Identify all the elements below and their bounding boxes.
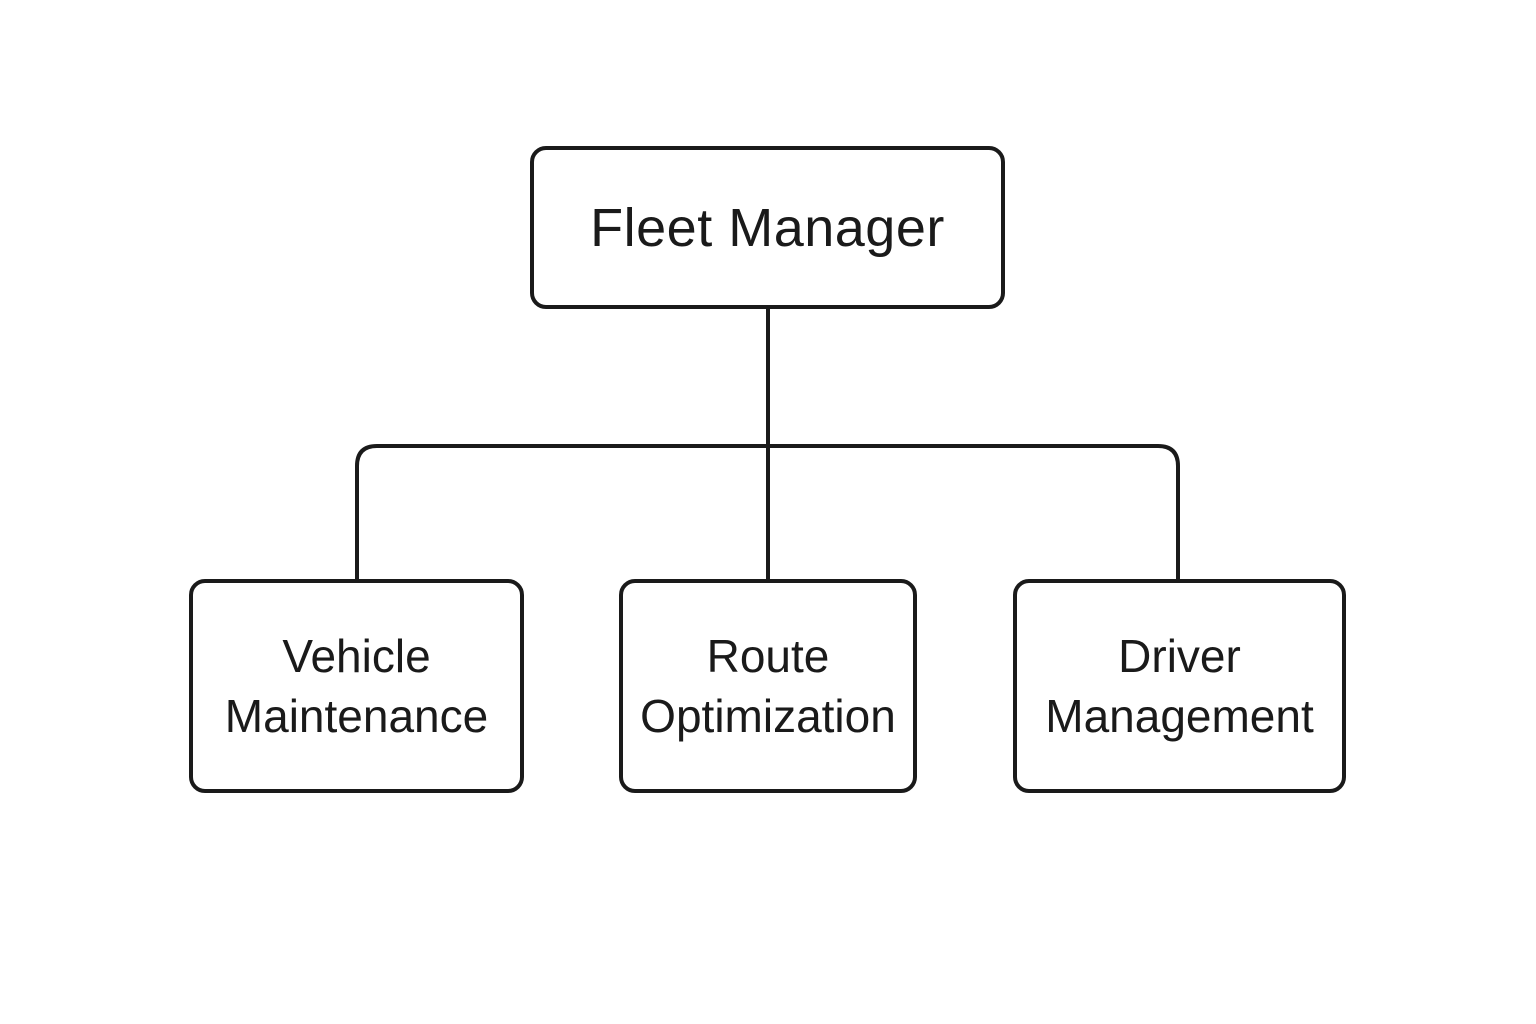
route-optimization-label-line2: Optimization (640, 690, 896, 742)
vehicle-maintenance-label-line1: Vehicle (282, 630, 431, 682)
vehicle-maintenance-node: Vehicle Maintenance (189, 579, 524, 793)
route-optimization-label-line1: Route (706, 630, 830, 682)
fleet-manager-node: Fleet Manager (530, 146, 1005, 309)
driver-management-label-line2: Management (1045, 690, 1314, 742)
vehicle-maintenance-label-line2: Maintenance (224, 690, 489, 742)
route-optimization-node: Route Optimization (619, 579, 917, 793)
driver-management-label-line1: Driver (1118, 630, 1241, 682)
fleet-manager-label: Fleet Manager (590, 197, 945, 258)
connector-branch-bar (355, 444, 1180, 579)
driver-management-node: Driver Management (1013, 579, 1346, 793)
